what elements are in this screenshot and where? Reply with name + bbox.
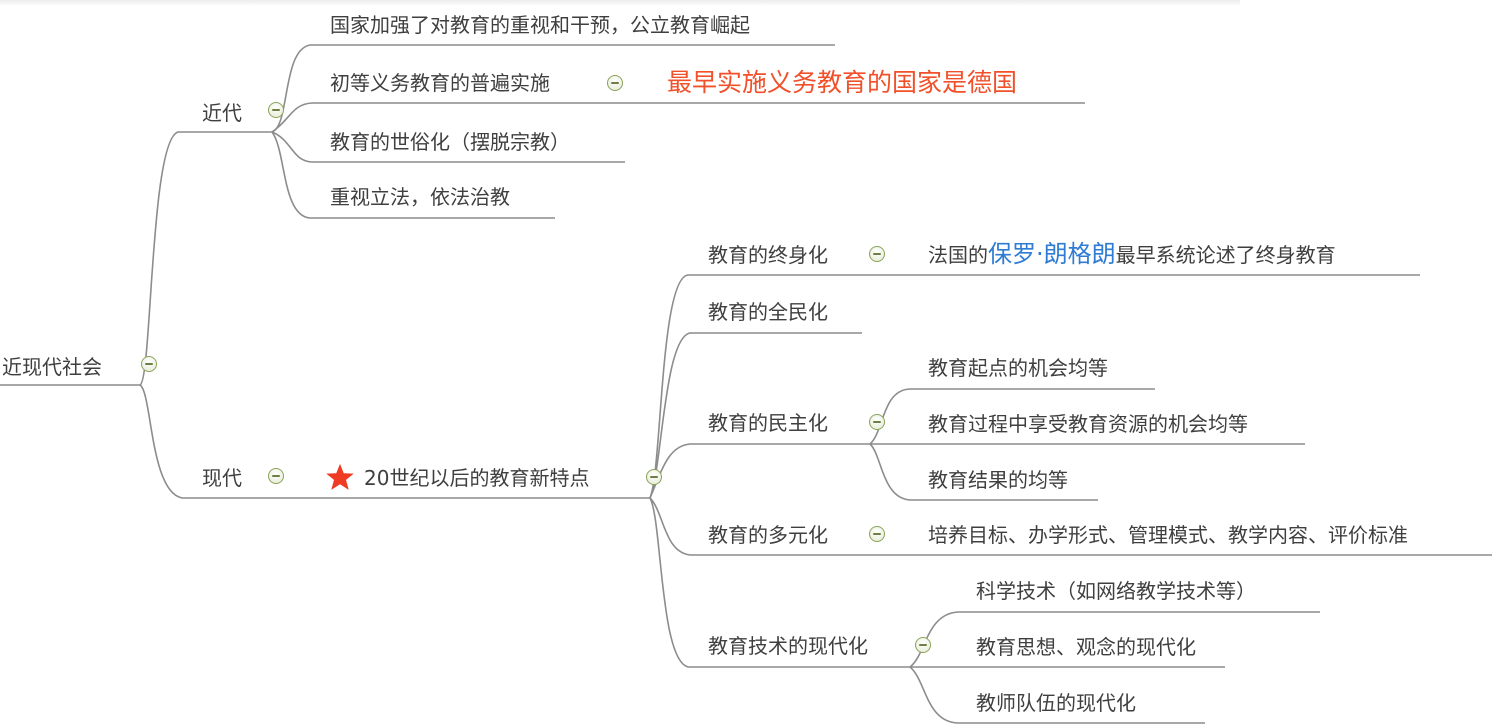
collapse-toggle-root-icon[interactable]	[141, 356, 157, 372]
diversification-detail[interactable]: 培养目标、办学形式、管理模式、教学内容、评价标准	[928, 523, 1408, 547]
early-modern-item-4[interactable]: 重视立法，依法治教	[330, 185, 510, 209]
branch-early-modern[interactable]: 近代	[202, 101, 242, 125]
lifelong-detail-highlight: 保罗·朗格朗	[988, 240, 1116, 268]
collapse-toggle-tech-icon[interactable]	[915, 637, 931, 653]
collapse-toggle-modern-icon[interactable]	[268, 468, 284, 484]
feature-universal[interactable]: 教育的全民化	[708, 300, 828, 324]
feature-democratization[interactable]: 教育的民主化	[708, 411, 828, 435]
tech-item-2[interactable]: 教育思想、观念的现代化	[976, 635, 1196, 659]
note-germany[interactable]: 最早实施义务教育的国家是德国	[667, 68, 1018, 97]
early-modern-item-1[interactable]: 国家加强了对教育的重视和干预，公立教育崛起	[330, 13, 750, 37]
early-modern-item-3[interactable]: 教育的世俗化（摆脱宗教）	[330, 130, 570, 154]
democratization-item-2[interactable]: 教育过程中享受教育资源的机会均等	[928, 412, 1248, 436]
branch-modern[interactable]: 现代	[202, 466, 242, 490]
democratization-item-3[interactable]: 教育结果的均等	[928, 468, 1068, 492]
collapse-toggle-diversification-icon[interactable]	[869, 526, 885, 542]
collapse-toggle-democratization-icon[interactable]	[869, 414, 885, 430]
democratization-item-1[interactable]: 教育起点的机会均等	[928, 356, 1108, 380]
star-icon	[326, 463, 354, 490]
early-modern-item-2[interactable]: 初等义务教育的普遍实施	[330, 71, 550, 95]
feature-node-20th-century[interactable]: 20世纪以后的教育新特点	[364, 466, 590, 490]
lifelong-detail-suffix: 最早系统论述了终身教育	[1115, 243, 1336, 267]
feature-tech-modernization[interactable]: 教育技术的现代化	[708, 634, 868, 658]
window-top-edge	[0, 0, 1240, 6]
collapse-toggle-features-icon[interactable]	[646, 469, 662, 485]
feature-diversification[interactable]: 教育的多元化	[708, 523, 828, 547]
feature-lifelong[interactable]: 教育的终身化	[708, 243, 828, 267]
tech-item-1[interactable]: 科学技术（如网络教学技术等）	[976, 579, 1256, 603]
root-node[interactable]: 近现代社会	[2, 355, 102, 379]
collapse-toggle-compulsory-icon[interactable]	[607, 75, 623, 91]
collapse-toggle-lifelong-icon[interactable]	[869, 246, 885, 262]
lifelong-detail-prefix: 法国的	[928, 243, 988, 267]
lifelong-detail[interactable]: 法国的保罗·朗格朗最早系统论述了终身教育	[928, 242, 1336, 267]
tech-item-3[interactable]: 教师队伍的现代化	[976, 691, 1136, 715]
collapse-toggle-early-modern-icon[interactable]	[268, 102, 284, 118]
